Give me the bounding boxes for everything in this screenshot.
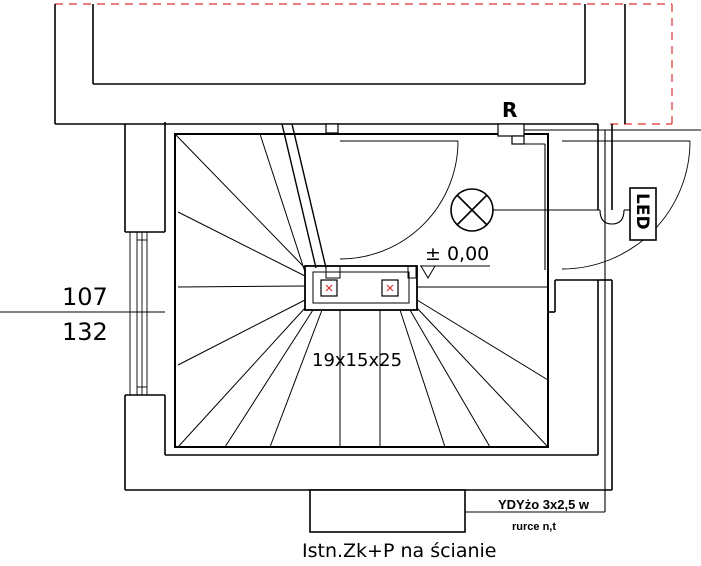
panel-label: Istn.Zk+P na ścianie — [302, 540, 496, 562]
landing-markers — [320, 279, 399, 297]
wiring — [465, 129, 701, 513]
window-annotation: 107 132 — [0, 283, 165, 346]
stair-dimensions-label: 19x15x25 — [312, 350, 402, 371]
level-label: ± 0,00 — [425, 243, 489, 265]
stairwell-walls — [124, 123, 613, 491]
window-top-label: 107 — [62, 283, 108, 311]
window-bottom-label: 132 — [62, 318, 108, 346]
dashed-boundary — [55, 3, 673, 125]
door-swings — [339, 140, 691, 270]
led-label: LED — [632, 193, 652, 230]
distribution-panel: Istn.Zk+P na ścianie — [302, 489, 496, 562]
level-marker: ± 0,00 — [420, 243, 490, 279]
staircase — [174, 123, 549, 448]
switch-label: R — [502, 98, 517, 122]
cable-spec-line1: YDYżo 3x2,5 w — [498, 497, 590, 512]
light-fixture-icon — [450, 188, 494, 232]
cable-spec-line2: rurce n,t — [512, 521, 556, 533]
led-fixture: LED — [629, 187, 657, 241]
window — [129, 232, 148, 395]
upper-walls — [54, 4, 626, 125]
